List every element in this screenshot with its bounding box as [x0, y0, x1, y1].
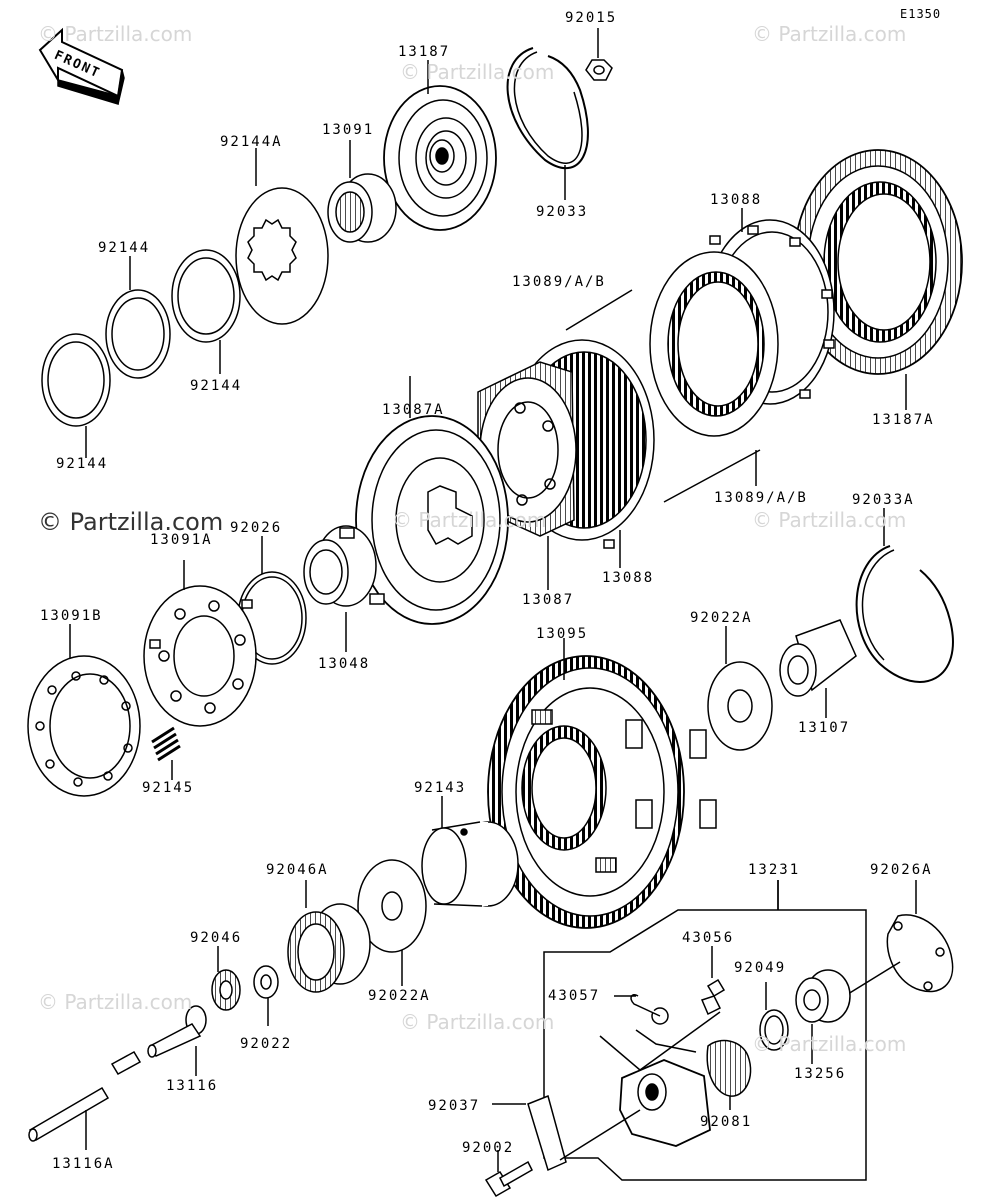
part-13089-steel-plate — [565, 251, 779, 503]
part-13048-sleeve — [303, 525, 385, 652]
watermark: © Partzilla.com — [392, 508, 547, 532]
part-13095-clutch-housing — [487, 638, 717, 929]
label-13091: 13091 — [322, 122, 375, 138]
label-13116A: 13116A — [52, 1156, 115, 1172]
label-13087A: 13087A — [382, 402, 445, 418]
label-92144: 92144 — [56, 456, 109, 472]
label-13091B: 13091B — [40, 608, 103, 624]
part-13256-piston — [795, 969, 851, 1064]
watermark: © Partzilla.com — [38, 508, 224, 536]
label-92049: 92049 — [734, 960, 787, 976]
diagram-code: E1350 — [900, 7, 942, 21]
label-13091A: 13091A — [150, 532, 213, 548]
label-92145: 92145 — [142, 780, 195, 796]
watermark: © Partzilla.com — [400, 60, 555, 84]
part-92033-circlip — [506, 47, 589, 200]
label-13231: 13231 — [748, 862, 801, 878]
label-13088: 13088 — [602, 570, 655, 586]
watermark: © Partzilla.com — [400, 1010, 555, 1034]
label-13187: 13187 — [398, 44, 451, 60]
part-43057-bolt — [614, 993, 697, 1053]
label-13187A: 13187A — [872, 412, 935, 428]
label-13087: 13087 — [522, 592, 575, 608]
part-13187-pressure-plate — [383, 60, 497, 231]
part-13107-sleeve — [779, 619, 857, 718]
watermark: © Partzilla.com — [752, 1032, 907, 1056]
part-92046A-needle-bearing — [287, 880, 371, 993]
part-92049-seal — [759, 982, 789, 1051]
label-92033A: 92033A — [852, 492, 915, 508]
watermark: © Partzilla.com — [38, 22, 193, 46]
part-92033A-circlip — [855, 508, 954, 683]
part-13091B-plate — [27, 624, 141, 797]
label-92046A: 92046A — [266, 862, 329, 878]
part-92144-washers — [41, 249, 241, 458]
part-43056-bleeder — [700, 946, 726, 1016]
part-92037-pin — [492, 1094, 641, 1172]
part-92026A-gasket — [847, 880, 954, 995]
label-13089: 13089/A/B — [512, 274, 606, 290]
label-13256: 13256 — [794, 1066, 847, 1082]
label-92022: 92022 — [240, 1036, 293, 1052]
part-92022-washer — [253, 965, 279, 1026]
part-92081-boot — [706, 1039, 752, 1110]
label-92144A: 92144A — [220, 134, 283, 150]
label-13048: 13048 — [318, 656, 371, 672]
label-92026: 92026 — [230, 520, 283, 536]
label-43056: 43056 — [682, 930, 735, 946]
label-13089: 13089/A/B — [714, 490, 808, 506]
label-92015: 92015 — [565, 10, 618, 26]
part-92002-bolt — [484, 1150, 533, 1198]
part-13091A-plate — [143, 560, 257, 727]
slave-cylinder-body — [599, 1011, 721, 1147]
part-92144A-plate — [235, 148, 329, 325]
label-92144: 92144 — [190, 378, 243, 394]
label-92033: 92033 — [536, 204, 589, 220]
part-92022A-washer-lower — [357, 859, 427, 986]
part-92046-bearing — [211, 946, 241, 1011]
label-92081: 92081 — [700, 1114, 753, 1130]
part-92022A-washer — [707, 626, 773, 751]
part-92145-spring — [151, 726, 181, 780]
label-92037: 92037 — [428, 1098, 481, 1114]
part-13087A-plate — [355, 376, 509, 625]
part-13091-bearing — [327, 140, 397, 243]
front-arrow-icon — [38, 27, 125, 106]
part-13231-assembly-frame — [543, 880, 867, 1181]
label-13116: 13116 — [166, 1078, 219, 1094]
part-13088-friction-plate-lower — [603, 530, 621, 568]
part-13116A-rod — [28, 1050, 142, 1150]
label-92026A: 92026A — [870, 862, 933, 878]
label-92046: 92046 — [190, 930, 243, 946]
watermark: © Partzilla.com — [38, 990, 193, 1014]
label-13107: 13107 — [798, 720, 851, 736]
label-92022A: 92022A — [690, 610, 753, 626]
part-92143-collar — [421, 796, 519, 907]
part-13116-shaft — [147, 1005, 207, 1076]
label-92002: 92002 — [462, 1140, 515, 1156]
watermark: © Partzilla.com — [752, 22, 907, 46]
watermark: © Partzilla.com — [752, 508, 907, 532]
label-92144: 92144 — [98, 240, 151, 256]
label-13088: 13088 — [710, 192, 763, 208]
part-13187A-clutch-plate — [793, 149, 963, 410]
part-92015-nut — [585, 28, 613, 81]
label-92143: 92143 — [414, 780, 467, 796]
label-92022A: 92022A — [368, 988, 431, 1004]
label-43057: 43057 — [548, 988, 601, 1004]
label-13095: 13095 — [536, 626, 589, 642]
